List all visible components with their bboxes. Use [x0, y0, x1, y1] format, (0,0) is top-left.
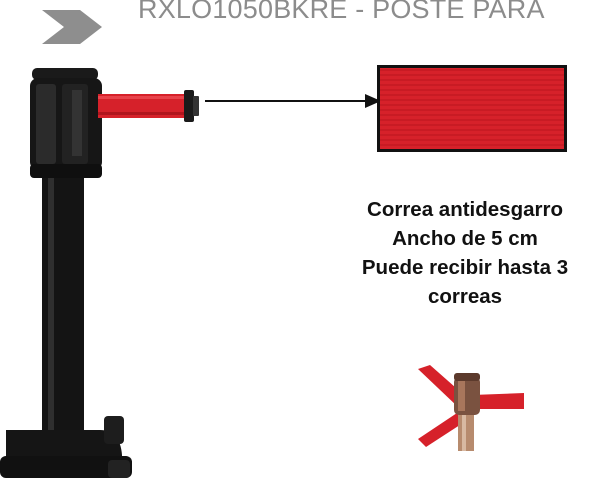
- arrow-icon: [205, 94, 381, 108]
- feature-capacity-cont: correas: [427, 285, 503, 308]
- chevron-right-icon: [42, 10, 102, 44]
- multi-belt-connector-image: [418, 365, 524, 451]
- feature-capacity: Puede recibir hasta 3: [361, 256, 569, 279]
- belt-swatch-image: [377, 65, 567, 152]
- stanchion-post-image: [0, 68, 199, 478]
- features-list: Correa antidesgarro Ancho de 5 cm Puede …: [318, 195, 612, 311]
- feature-width: Ancho de 5 cm: [392, 227, 538, 250]
- feature-tear-resistant: Correa antidesgarro: [367, 198, 563, 221]
- page-title: RXLO1050BKRE - POSTE PARA: [138, 0, 545, 24]
